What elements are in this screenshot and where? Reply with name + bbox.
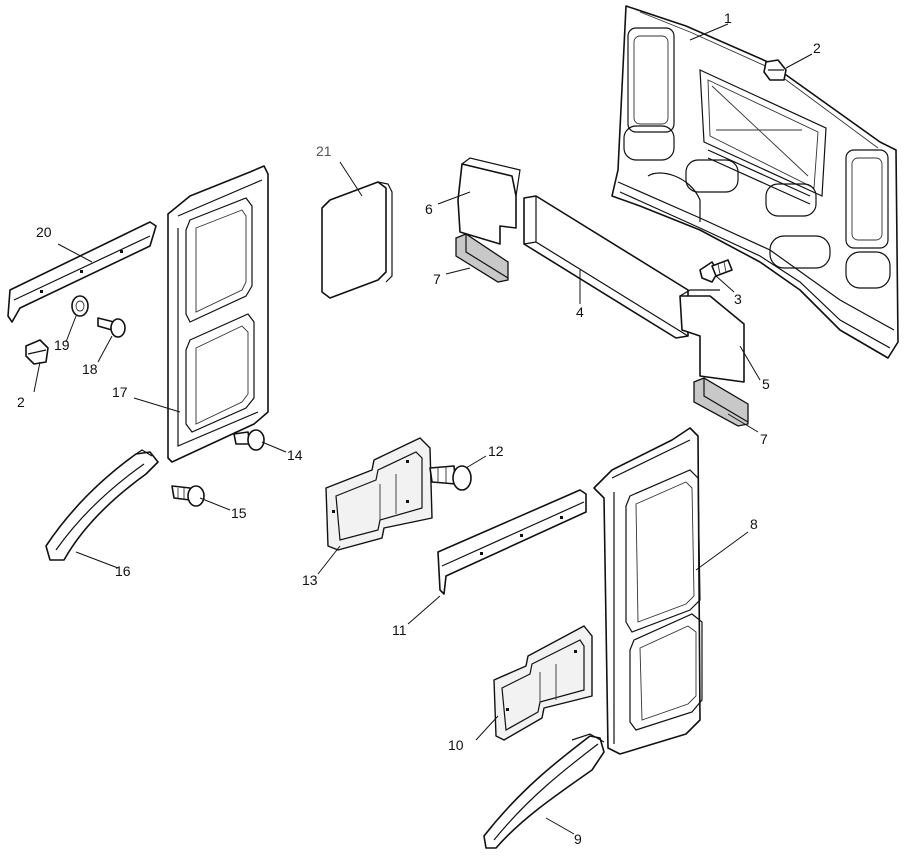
part-13-bracket xyxy=(325,437,433,551)
label-part-13: 13 xyxy=(302,572,318,588)
label-part-2-left: 2 xyxy=(17,394,25,410)
part-9-trim xyxy=(483,733,605,849)
part-labels: 1 2 2 3 4 5 6 7 7 8 9 10 11 12 13 14 15 … xyxy=(17,10,821,847)
part-7-block-lower xyxy=(693,377,749,427)
label-part-3: 3 xyxy=(734,291,742,307)
part-17-side-panel xyxy=(167,165,269,463)
part-14-screw xyxy=(233,429,265,451)
label-part-8: 8 xyxy=(750,516,758,532)
label-part-10: 10 xyxy=(448,737,464,753)
part-11-strip xyxy=(437,489,587,595)
label-part-17: 17 xyxy=(112,384,128,400)
label-part-6: 6 xyxy=(425,201,433,217)
leader-lines xyxy=(33,23,813,835)
part-7-block-upper xyxy=(455,233,509,283)
part-15-screw xyxy=(171,485,205,507)
label-part-7-upper: 7 xyxy=(433,271,441,287)
part-10-bracket xyxy=(493,625,593,741)
part-21-pad xyxy=(321,181,393,299)
label-part-4: 4 xyxy=(576,304,584,320)
part-2-clip-left xyxy=(25,339,49,365)
label-part-15: 15 xyxy=(231,505,247,521)
part-20-strip xyxy=(7,221,157,323)
label-part-5: 5 xyxy=(762,376,770,392)
part-19-clip xyxy=(71,295,89,317)
label-part-7-lower: 7 xyxy=(760,431,768,447)
part-3-screw xyxy=(699,259,733,283)
label-part-2-upper: 2 xyxy=(813,40,821,56)
part-5-pad xyxy=(679,289,745,383)
label-part-12: 12 xyxy=(488,443,504,459)
label-part-16: 16 xyxy=(115,563,131,579)
part-12-screw xyxy=(429,465,472,491)
label-part-1: 1 xyxy=(724,10,732,26)
part-2-clip-upper xyxy=(763,59,787,81)
part-8-side-panel xyxy=(593,427,703,755)
label-part-14: 14 xyxy=(287,447,303,463)
label-part-20: 20 xyxy=(36,224,52,240)
part-4-long-pad xyxy=(523,195,689,339)
part-1-rear-panel xyxy=(611,5,899,359)
label-part-18: 18 xyxy=(82,361,98,377)
label-part-21: 21 xyxy=(316,143,332,159)
part-16-trim xyxy=(45,449,159,561)
part-6-pad xyxy=(457,157,521,245)
label-part-11: 11 xyxy=(392,622,407,638)
label-part-19: 19 xyxy=(54,337,70,353)
part-18-screw xyxy=(97,317,126,338)
label-part-9: 9 xyxy=(574,831,582,847)
